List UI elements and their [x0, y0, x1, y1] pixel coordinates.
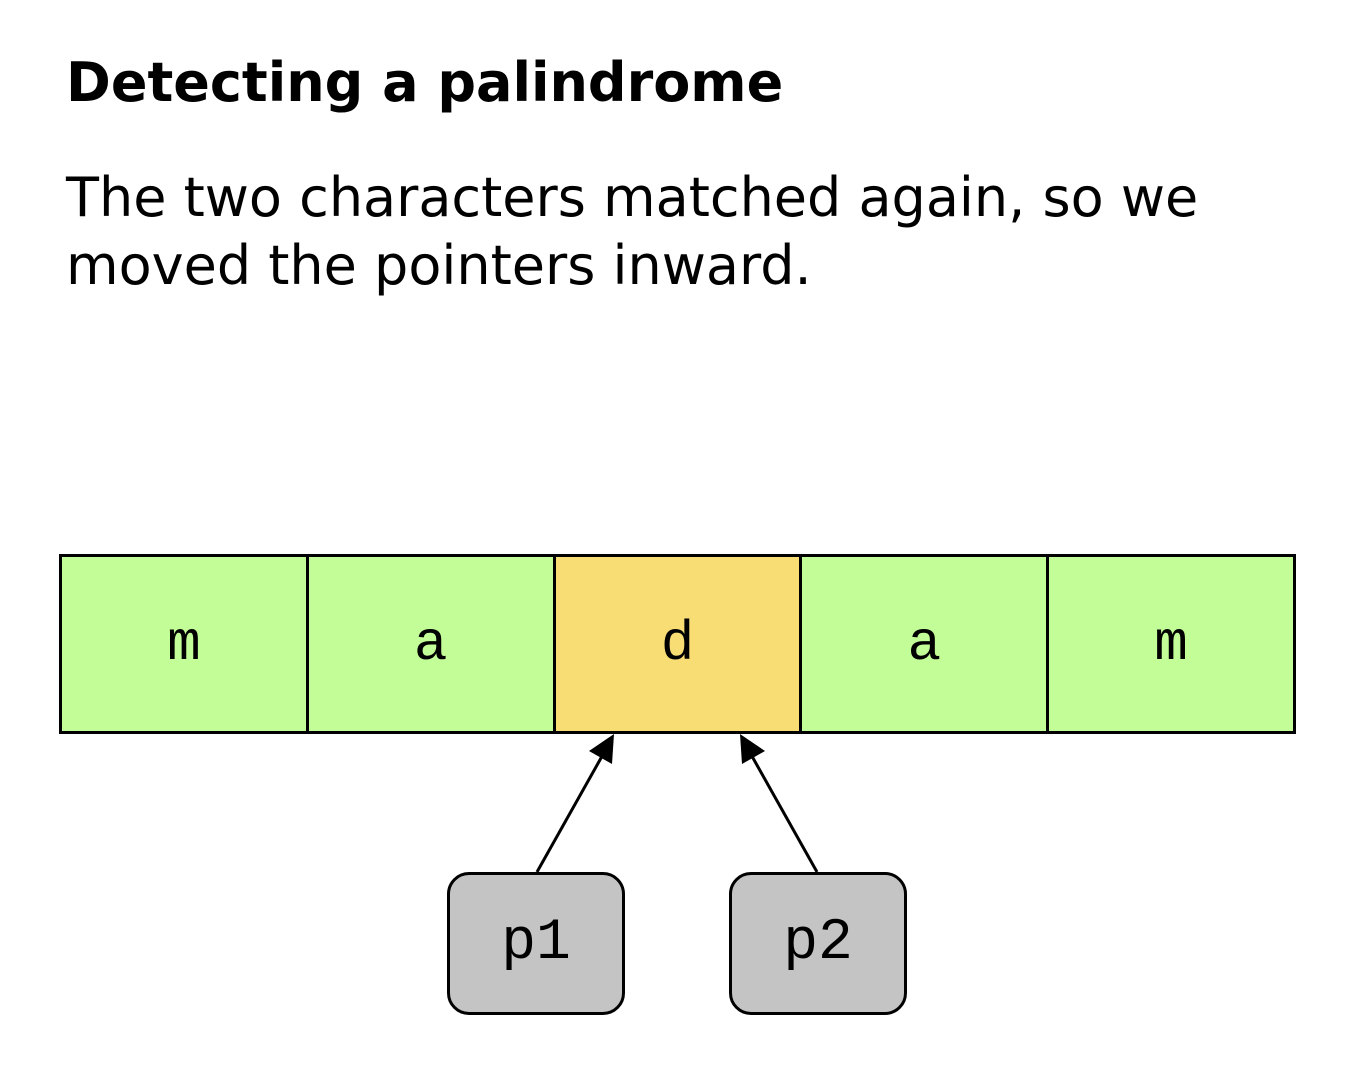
char-cell-1: a: [305, 554, 556, 734]
p1-arrow: [535, 741, 612, 873]
pointer-p2: p2: [729, 872, 907, 1015]
p2-arrow: [742, 741, 819, 873]
char-cell-0: m: [59, 554, 309, 734]
step-description: The two characters matched again, so we …: [66, 166, 1199, 297]
character-array: m a d a m: [59, 554, 1296, 734]
char-cell-2: d: [552, 554, 803, 734]
page-title: Detecting a palindrome: [66, 51, 784, 114]
pointer-p1: p1: [447, 872, 625, 1015]
p2-arrowhead: [740, 734, 765, 764]
char-cell-3: a: [799, 554, 1050, 734]
char-cell-4: m: [1046, 554, 1296, 734]
p1-arrowhead: [589, 734, 614, 764]
